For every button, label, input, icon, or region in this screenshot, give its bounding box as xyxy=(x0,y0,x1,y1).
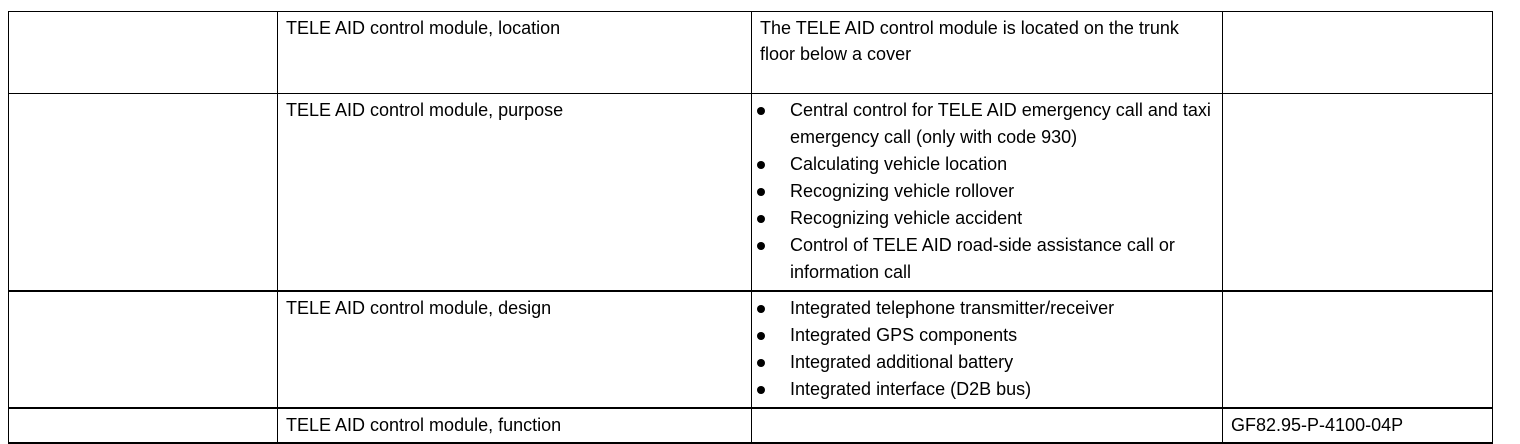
list-item: Integrated interface (D2B bus) xyxy=(752,376,1222,403)
bullet-dot-icon xyxy=(757,188,765,196)
empty-cell-text xyxy=(9,97,277,115)
list-item: Control of TELE AID road-side assistance… xyxy=(752,232,1222,286)
bullet-dot-icon xyxy=(757,215,765,223)
row-purpose-reference-text xyxy=(1223,97,1492,115)
row-purpose-label-text: TELE AID control module, purpose xyxy=(286,100,564,120)
row-design-label: TELE AID control module, design xyxy=(277,290,752,409)
list-item-text: Integrated GPS components xyxy=(790,325,1018,345)
bullet-dot-icon xyxy=(757,386,765,394)
design-bullet-list: Integrated telephone transmitter/receive… xyxy=(752,295,1222,403)
table-row: TELE AID control module, purpose Central… xyxy=(8,93,1493,292)
list-item: Calculating vehicle location xyxy=(752,151,1222,178)
table-row: TELE AID control module, function GF82.9… xyxy=(8,407,1493,444)
row-purpose-reference xyxy=(1222,93,1493,292)
row-design-description: Integrated telephone transmitter/receive… xyxy=(751,290,1223,409)
row-location-reference-text xyxy=(1223,15,1492,55)
list-item-text: Integrated additional battery xyxy=(790,352,1014,372)
list-item-text: Recognizing vehicle accident xyxy=(790,208,1023,228)
empty-cell-text xyxy=(9,412,277,430)
bullet-dot-icon xyxy=(757,107,765,115)
bullet-dot-icon xyxy=(757,161,765,169)
table-row: TELE AID control module, location The TE… xyxy=(8,11,1493,94)
list-item-text: Integrated telephone transmitter/receive… xyxy=(790,298,1115,318)
row-location-description-text: The TELE AID control module is located o… xyxy=(760,18,1179,64)
row-location-col1 xyxy=(8,11,278,94)
list-item: Recognizing vehicle rollover xyxy=(752,178,1222,205)
bullet-dot-icon xyxy=(757,305,765,313)
purpose-bullet-list: Central control for TELE AID emergency c… xyxy=(752,97,1222,286)
row-function-label-text: TELE AID control module, function xyxy=(286,415,562,435)
list-item-text: Integrated interface (D2B bus) xyxy=(790,379,1032,399)
list-item: Recognizing vehicle accident xyxy=(752,205,1222,232)
table-row: TELE AID control module, design Integrat… xyxy=(8,290,1493,409)
row-design-reference xyxy=(1222,290,1493,409)
row-purpose-col1 xyxy=(8,93,278,292)
bullet-dot-icon xyxy=(757,332,765,340)
bullet-dot-icon xyxy=(757,242,765,250)
row-function-label: TELE AID control module, function xyxy=(277,407,752,444)
list-item-text: Control of TELE AID road-side assistance… xyxy=(790,235,1175,282)
row-location-label-text: TELE AID control module, location xyxy=(286,18,561,38)
specification-table: TELE AID control module, location The TE… xyxy=(8,11,1493,444)
row-design-reference-text xyxy=(1223,295,1492,313)
list-item: Integrated additional battery xyxy=(752,349,1222,376)
row-location-description: The TELE AID control module is located o… xyxy=(751,11,1223,94)
row-function-description xyxy=(751,407,1223,444)
row-function-reference: GF82.95-P-4100-04P xyxy=(1222,407,1493,444)
row-location-reference xyxy=(1222,11,1493,94)
row-function-col1 xyxy=(8,407,278,444)
bullet-dot-icon xyxy=(757,359,765,367)
document-reference-code: GF82.95-P-4100-04P xyxy=(1231,415,1404,435)
list-item: Integrated telephone transmitter/receive… xyxy=(752,295,1222,322)
row-design-label-text: TELE AID control module, design xyxy=(286,298,552,318)
list-item-text: Calculating vehicle location xyxy=(790,154,1008,174)
row-purpose-description: Central control for TELE AID emergency c… xyxy=(751,93,1223,292)
empty-cell-text xyxy=(9,15,277,55)
list-item: Central control for TELE AID emergency c… xyxy=(752,97,1222,151)
row-purpose-label: TELE AID control module, purpose xyxy=(277,93,752,292)
row-function-description-text xyxy=(752,412,1222,430)
row-location-label: TELE AID control module, location xyxy=(277,11,752,94)
list-item-text: Central control for TELE AID emergency c… xyxy=(790,100,1211,147)
list-item: Integrated GPS components xyxy=(752,322,1222,349)
row-design-col1 xyxy=(8,290,278,409)
empty-cell-text xyxy=(9,295,277,313)
list-item-text: Recognizing vehicle rollover xyxy=(790,181,1015,201)
